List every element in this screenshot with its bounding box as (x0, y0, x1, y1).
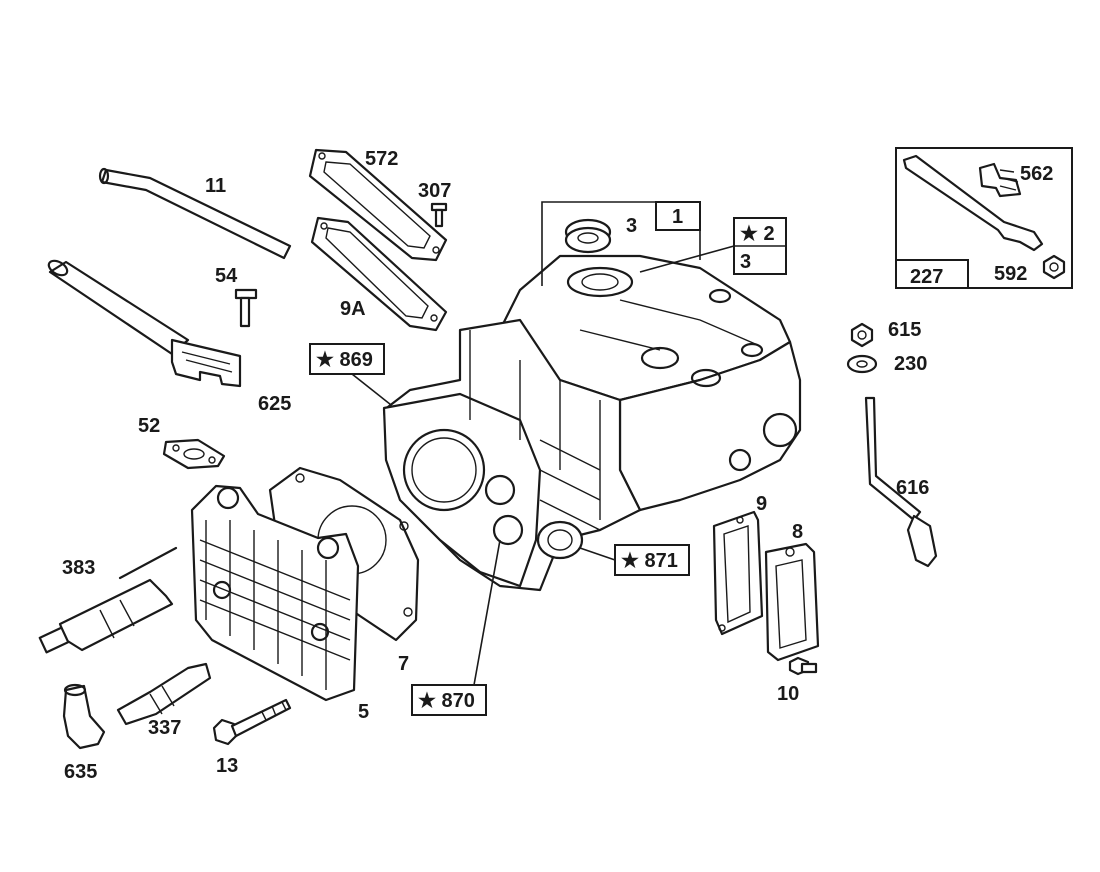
cover-8 (764, 542, 820, 662)
label-7: 7 (398, 653, 409, 675)
oil-seal (564, 218, 612, 254)
label-13: 13 (216, 755, 238, 777)
kit-227 (895, 147, 1073, 289)
label-1: 1 (672, 206, 683, 228)
spark-plug-337 (116, 662, 212, 726)
label-592: 592 (994, 263, 1027, 285)
label-615: 615 (888, 319, 921, 341)
label-10: 10 (777, 683, 799, 705)
label-383: 383 (62, 557, 95, 579)
nut-615 (850, 322, 874, 348)
label-3a: 3 (626, 215, 637, 237)
gasket-572 (308, 148, 448, 262)
bolt-13 (212, 698, 292, 746)
dipstick-616 (864, 396, 938, 568)
screw-10 (788, 656, 818, 676)
elbow-635 (62, 683, 106, 750)
label-11: 11 (205, 175, 226, 197)
label-871: ★ 871 (621, 550, 678, 572)
label-625: 625 (258, 393, 291, 415)
label-52: 52 (138, 415, 160, 437)
label-870: ★ 870 (418, 690, 475, 712)
label-230: 230 (894, 353, 927, 375)
gasket-9 (712, 510, 764, 636)
callout-box-869 (309, 343, 385, 375)
label-616: 616 (896, 477, 929, 499)
label-307: 307 (418, 180, 451, 202)
label-869: ★ 869 (316, 349, 373, 371)
label-5: 5 (358, 701, 369, 723)
label-3b: 3 (740, 251, 751, 273)
callout-box-871 (614, 544, 690, 576)
label-337: 337 (148, 717, 181, 739)
callout-box-1 (655, 201, 701, 231)
label-635: 635 (64, 761, 97, 783)
label-54: 54 (215, 265, 238, 287)
label-572: 572 (365, 148, 398, 170)
washer-230 (846, 354, 878, 374)
label-562: 562 (1020, 163, 1053, 185)
screw-54 (234, 288, 258, 328)
label-227: 227 (910, 266, 943, 288)
spark-plug-boot-383 (38, 546, 178, 654)
cylinder-block (382, 254, 802, 592)
label-9: 9 (756, 493, 767, 515)
gasket-52 (162, 438, 226, 470)
label-9a: 9A (340, 298, 366, 320)
screw-307 (430, 202, 448, 228)
callout-box-870 (411, 684, 487, 716)
gasket-9a (310, 216, 448, 332)
breather-tube (98, 167, 292, 260)
label-8: 8 (792, 521, 803, 543)
cylinder-head-5 (190, 484, 360, 702)
label-2: ★ 2 (740, 223, 775, 245)
tube-assembly (47, 259, 242, 388)
